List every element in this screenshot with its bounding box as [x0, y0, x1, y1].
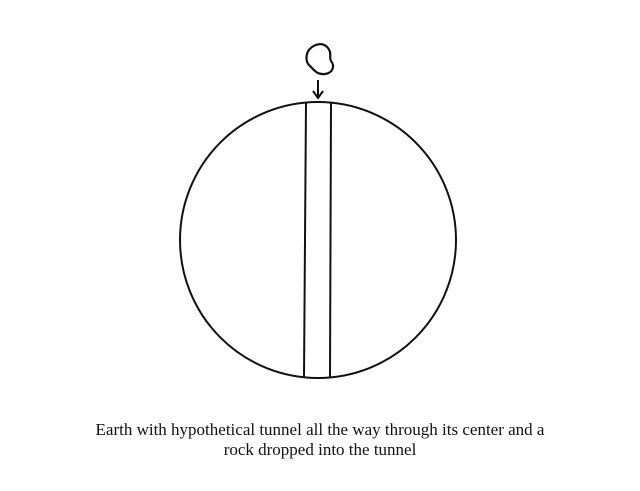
- tunnel-left-wall: [303, 102, 307, 378]
- earth-circle: [179, 101, 457, 379]
- tunnel-right-wall: [329, 102, 332, 378]
- drop-arrow-head: [312, 90, 324, 99]
- caption-line-2: rock dropped into the tunnel: [223, 440, 417, 459]
- rock-shape: [305, 43, 335, 76]
- figure-caption: Earth with hypothetical tunnel all the w…: [0, 420, 640, 460]
- diagram-figure: [179, 43, 457, 379]
- caption-line-1: Earth with hypothetical tunnel all the w…: [95, 420, 545, 439]
